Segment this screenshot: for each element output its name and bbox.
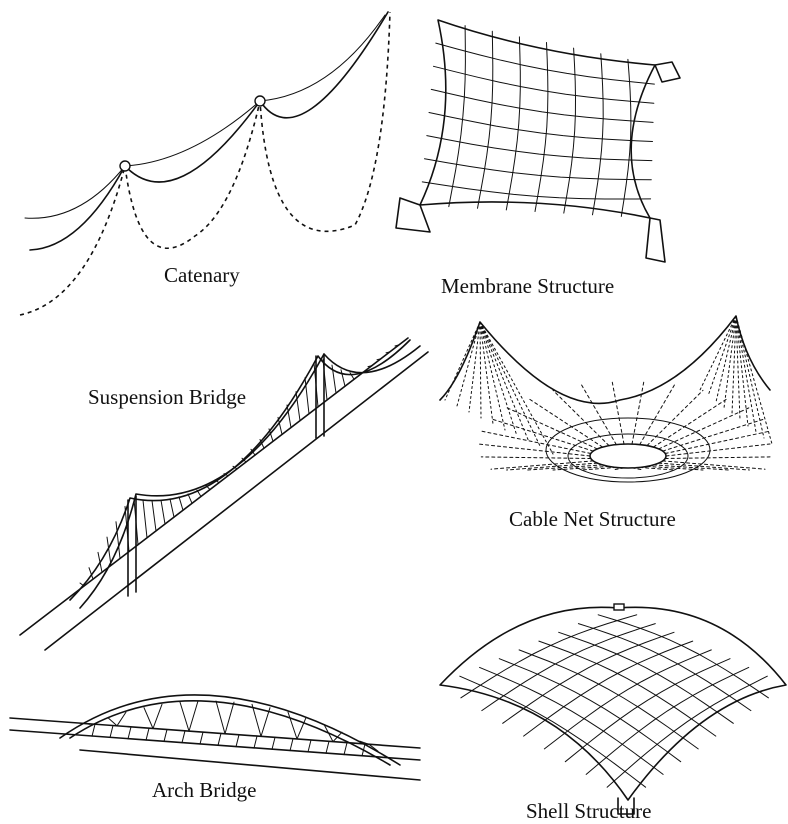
cable-net-ring xyxy=(590,444,666,468)
shell-grid-line xyxy=(598,615,768,698)
arch-deck-rib xyxy=(200,732,203,744)
bridge-hanger xyxy=(161,500,165,524)
arch-hanger xyxy=(333,732,342,741)
arch-deck-rib xyxy=(236,735,239,747)
cable-net-structure-caption: Cable Net Structure xyxy=(509,507,676,532)
arch-hanger xyxy=(153,704,162,728)
arch-hanger xyxy=(216,701,225,734)
shell-structure-caption: Shell Structure xyxy=(526,799,651,824)
arch-deck-rib xyxy=(272,737,275,749)
catenary-support-node xyxy=(255,96,265,106)
cable-net-strand xyxy=(480,322,553,454)
cable-net-strand xyxy=(665,431,770,453)
arch-deck-rib xyxy=(110,726,113,738)
membrane-grid xyxy=(422,26,654,217)
membrane-corner-flap xyxy=(655,62,680,82)
membrane-outline xyxy=(420,20,655,218)
cable-net-drawing xyxy=(440,316,772,482)
membrane-corner-flap xyxy=(646,218,665,262)
shell-grid-line xyxy=(519,650,698,749)
arch-deck-rib xyxy=(182,731,185,743)
arch-deck-rib xyxy=(344,743,347,755)
membrane-structure-caption: Membrane Structure xyxy=(441,274,614,299)
bridge-hanger xyxy=(98,552,102,572)
arch-deck-rib xyxy=(308,740,311,752)
arch-deck-rib xyxy=(290,739,293,751)
arch-deck-rib xyxy=(218,733,221,745)
bridge-hanger xyxy=(143,500,147,538)
cable-net-strand xyxy=(481,457,591,459)
cable-net-strand xyxy=(700,316,736,390)
cable-net-strand xyxy=(736,316,772,444)
membrane-grid-line xyxy=(425,159,652,180)
cable-net-strand xyxy=(480,322,481,418)
catenary-solid-cable xyxy=(30,12,388,250)
arch-deck-edge xyxy=(10,730,420,760)
arch-deck-rib xyxy=(146,728,149,740)
arch-deck-edge xyxy=(80,750,420,780)
bridge-hanger xyxy=(341,370,345,387)
arch-hanger xyxy=(261,708,270,737)
arch-bridge-caption: Arch Bridge xyxy=(152,778,256,803)
cable-net-strand xyxy=(480,322,505,430)
cable-net-strand xyxy=(640,467,675,470)
arch-deck-rib xyxy=(254,736,257,748)
catenary-caption: Catenary xyxy=(164,263,240,288)
shell-grid-line xyxy=(586,667,749,774)
bridge-hanger xyxy=(152,501,156,531)
cable-net-strand xyxy=(736,316,756,432)
cable-net-strand xyxy=(708,316,736,396)
shell-grid-line xyxy=(539,641,716,736)
suspension-bridge-caption: Suspension Bridge xyxy=(88,385,246,410)
arch-hanger xyxy=(189,701,198,731)
membrane-grid-line xyxy=(449,26,466,207)
arch-hanger xyxy=(225,702,234,734)
bridge-hanger xyxy=(188,494,192,503)
membrane-grid-line xyxy=(422,182,650,199)
catenary-support-node xyxy=(120,161,130,171)
cable-net-ring xyxy=(568,434,688,478)
cable-net-strand xyxy=(665,457,770,459)
membrane-drawing xyxy=(396,20,680,262)
cable-net-strand xyxy=(528,398,603,447)
bridge-hanger xyxy=(332,365,336,393)
arch-deck-rib xyxy=(128,727,131,739)
arch-hanger xyxy=(288,712,297,739)
bridge-hanger xyxy=(350,373,354,380)
shell-grid-line xyxy=(607,676,767,787)
cable-net-strand xyxy=(653,398,728,447)
membrane-corner-flap xyxy=(396,198,430,232)
arch-hanger xyxy=(180,702,189,731)
shell-grid-line xyxy=(559,632,734,723)
arch-deck-edge xyxy=(10,718,420,748)
arch-deck-rib xyxy=(326,741,329,753)
bridge-hanger xyxy=(170,499,174,517)
shell-grid-line xyxy=(460,676,646,787)
arch-bridge-drawing xyxy=(10,695,420,780)
shell-apex-cap xyxy=(614,604,624,610)
membrane-grid-line xyxy=(621,59,631,216)
arch-deck-rib xyxy=(92,724,95,736)
bridge-main-cable xyxy=(70,340,410,600)
shell-drawing xyxy=(440,604,786,814)
arch-hanger xyxy=(144,708,153,729)
cable-net-strand xyxy=(480,322,541,448)
catenary-upper-line xyxy=(25,15,385,218)
cable-net-strand xyxy=(582,467,617,470)
arch-deck-rib xyxy=(164,730,167,742)
shell-grid-line xyxy=(461,615,637,698)
bridge-hanger xyxy=(179,497,183,510)
cable-net-strand xyxy=(457,322,480,406)
